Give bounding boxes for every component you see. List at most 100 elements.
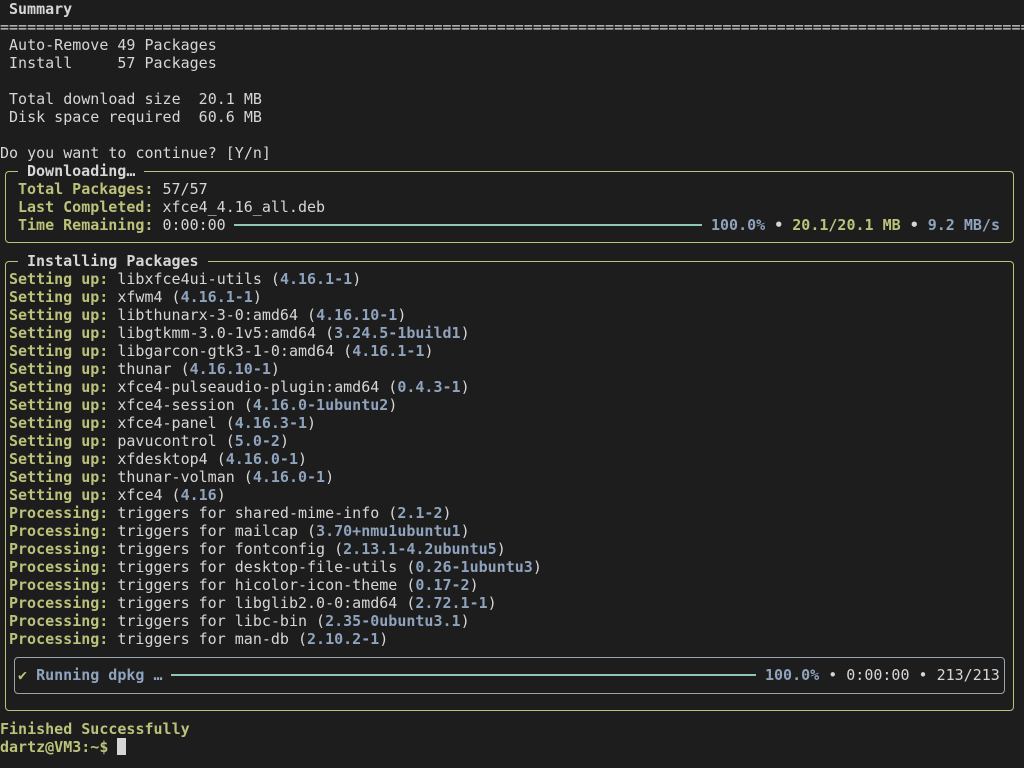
install-log-line: Setting up: xfce4-session (4.16.0-1ubunt…: [9, 396, 398, 414]
log-label: Setting up:: [9, 288, 109, 306]
log-version: 2.10.2-1: [307, 630, 380, 648]
log-label: Processing:: [9, 540, 109, 558]
dpkg-label: Running dpkg …: [36, 666, 163, 684]
terminal-cursor[interactable]: [117, 738, 127, 755]
last-completed-value: xfce4_4.16_all.deb: [162, 198, 326, 216]
total-packages-label: Total Packages:: [18, 180, 154, 198]
log-package: xfce4-session: [117, 396, 235, 414]
download-speed: 9.2 MB/s: [927, 216, 1000, 234]
log-label: Processing:: [9, 576, 109, 594]
log-label: Setting up:: [9, 450, 109, 468]
log-version: 4.16: [180, 486, 217, 504]
install-log-line: Setting up: xfce4-pulseaudio-plugin:amd6…: [9, 378, 470, 396]
finished-message: Finished Successfully: [0, 720, 190, 738]
downloading-panel: Downloading…: [5, 162, 1014, 243]
install-line: Install 57 Packages: [0, 54, 217, 72]
install-log-line: Processing: triggers for man-db (2.10.2-…: [9, 630, 389, 648]
install-log-line: Setting up: thunar-volman (4.16.0-1): [9, 468, 335, 486]
log-package: libxfce4ui-utils: [117, 270, 262, 288]
log-package: thunar: [117, 360, 172, 378]
dpkg-progress-bar: [171, 674, 756, 676]
auto-remove-line: Auto-Remove 49 Packages: [0, 36, 217, 54]
log-version: 4.16.3-1: [234, 414, 308, 432]
check-icon: ✔: [18, 666, 28, 684]
log-package: pavucontrol: [117, 432, 217, 450]
log-label: Processing:: [9, 558, 109, 576]
log-package: libgarcon-gtk3-1-0:amd64: [117, 342, 335, 360]
summary-title: Summary: [9, 0, 73, 18]
installing-panel: Installing Packages: [5, 252, 1014, 711]
log-version: 3.70+nmu1ubuntu1: [316, 522, 461, 540]
installing-title: Installing Packages: [18, 252, 208, 270]
separator: •: [909, 216, 919, 234]
log-label: Setting up:: [9, 414, 109, 432]
time-remaining-label: Time Remaining:: [18, 216, 154, 234]
log-version: 4.16.0-1ubuntu2: [252, 396, 389, 414]
log-label: Processing:: [9, 630, 109, 648]
install-log-line: Processing: triggers for desktop-file-ut…: [9, 558, 542, 576]
log-version: 4.16.10-1: [189, 360, 271, 378]
log-package: xfce4: [117, 486, 163, 504]
log-package: libgtkmm-3.0-1v5:amd64: [117, 324, 317, 342]
log-label: Setting up:: [9, 306, 109, 324]
download-progress-fill: [234, 224, 702, 226]
install-log-line: Setting up: xfwm4 (4.16.1-1): [9, 288, 262, 306]
install-log-line: Setting up: libgarcon-gtk3-1-0:amd64 (4.…: [9, 342, 434, 360]
log-package: triggers for shared-mime-info: [117, 504, 380, 522]
log-package: triggers for libglib2.0-0:amd64: [117, 594, 398, 612]
dpkg-time: 0:00:00: [846, 666, 910, 684]
separator: •: [918, 666, 928, 684]
log-label: Setting up:: [9, 486, 109, 504]
download-size: 20.1/20.1 MB: [792, 216, 901, 234]
install-log-line: Processing: triggers for mailcap (3.70+n…: [9, 522, 470, 540]
shell-prompt: dartz@VM3:~$: [0, 738, 118, 756]
log-version: 4.16.0-1: [252, 468, 326, 486]
log-version: 2.13.1-4.2ubuntu5: [343, 540, 497, 558]
log-label: Setting up:: [9, 342, 109, 360]
log-label: Setting up:: [9, 324, 109, 342]
log-package: xfce4-panel: [117, 414, 217, 432]
log-version: 0.26-1ubuntu3: [415, 558, 533, 576]
log-label: Processing:: [9, 504, 109, 522]
log-package: libthunarx-3-0:amd64: [117, 306, 298, 324]
dpkg-panel: [14, 657, 1005, 694]
install-log-line: Processing: triggers for fontconfig (2.1…: [9, 540, 506, 558]
continue-prompt: Do you want to continue? [Y/n]: [0, 144, 271, 162]
install-log-line: Processing: triggers for libglib2.0-0:am…: [9, 594, 497, 612]
install-log-line: Setting up: pavucontrol (5.0-2): [9, 432, 289, 450]
log-version: 4.16.1-1: [352, 342, 425, 360]
log-version: 4.16.10-1: [316, 306, 398, 324]
dpkg-progress-fill: [171, 674, 756, 676]
install-log-line: Processing: triggers for shared-mime-inf…: [9, 504, 452, 522]
log-package: triggers for desktop-file-utils: [117, 558, 398, 576]
time-remaining-value: 0:00:00: [162, 216, 226, 234]
download-size-line: Total download size 20.1 MB: [0, 90, 262, 108]
log-version: 5.0-2: [234, 432, 280, 450]
separator: •: [774, 216, 784, 234]
log-label: Processing:: [9, 594, 109, 612]
install-log-line: Setting up: libthunarx-3-0:amd64 (4.16.1…: [9, 306, 407, 324]
log-label: Setting up:: [9, 378, 109, 396]
log-version: 0.4.3-1: [397, 378, 461, 396]
log-package: triggers for libc-bin: [117, 612, 308, 630]
install-log-line: Processing: triggers for libc-bin (2.35-…: [9, 612, 470, 630]
separator: •: [828, 666, 838, 684]
log-version: 4.16.0-1: [225, 450, 298, 468]
install-log-line: Setting up: xfce4 (4.16): [9, 486, 226, 504]
log-version: 0.17-2: [415, 576, 470, 594]
log-version: 2.1-2: [397, 504, 443, 522]
install-log-line: Setting up: xfdesktop4 (4.16.0-1): [9, 450, 308, 468]
download-progress-bar: [234, 224, 702, 226]
install-log-line: Setting up: xfce4-panel (4.16.3-1): [9, 414, 317, 432]
disk-space-line: Disk space required 60.6 MB: [0, 108, 262, 126]
log-version: 3.24.5-1build1: [334, 324, 461, 342]
last-completed-label: Last Completed:: [18, 198, 154, 216]
log-label: Processing:: [9, 612, 109, 630]
summary-rule: ========================================…: [0, 18, 1024, 36]
log-package: triggers for fontconfig: [117, 540, 326, 558]
log-label: Setting up:: [9, 396, 109, 414]
total-packages-value: 57/57: [162, 180, 208, 198]
install-log-line: Setting up: thunar (4.16.10-1): [9, 360, 280, 378]
downloading-title: Downloading…: [18, 162, 145, 180]
log-package: thunar-volman: [117, 468, 235, 486]
